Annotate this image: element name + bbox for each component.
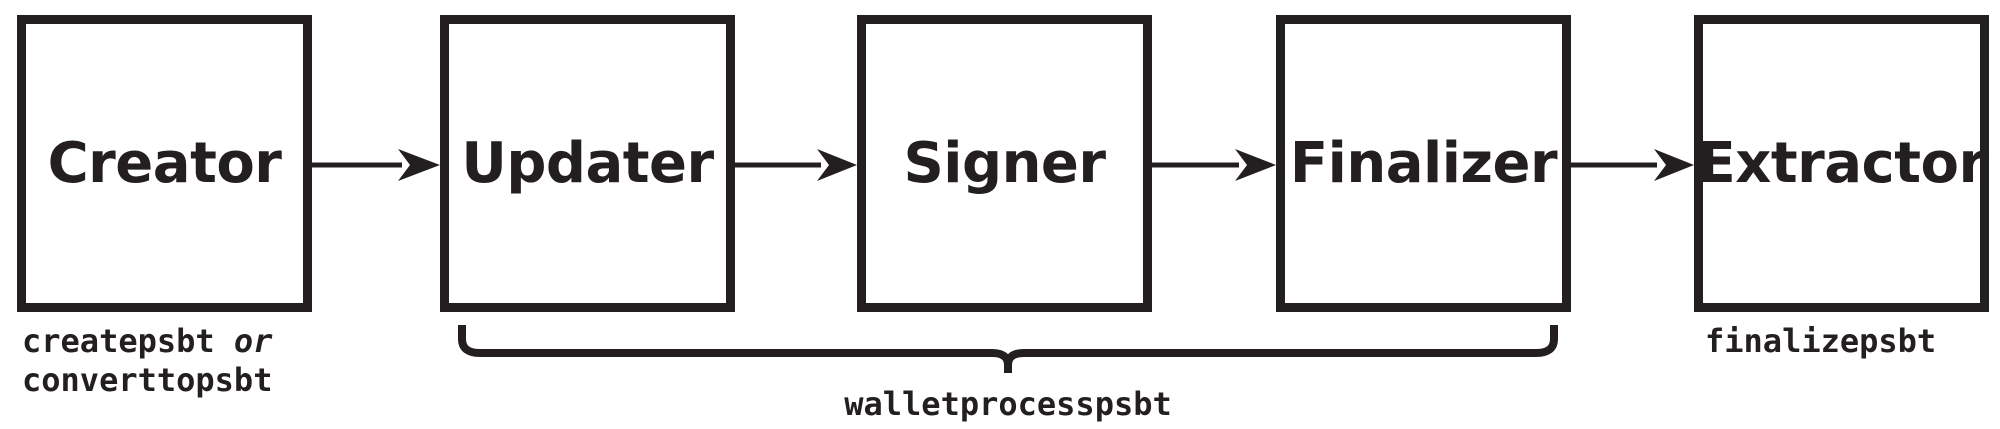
stage-label-finalizer: Finalizer — [1289, 130, 1558, 196]
command-label-creator-line2: converttopsbt — [22, 361, 273, 400]
command-label-extractor: finalizepsbt — [1705, 322, 1937, 360]
stage-box-creator: Creator — [17, 15, 312, 312]
stage-box-signer: Signer — [857, 15, 1152, 312]
stage-label-updater: Updater — [461, 130, 714, 196]
stage-box-finalizer: Finalizer — [1276, 15, 1571, 312]
command-label-creator: createpsbt or converttopsbt — [22, 322, 272, 400]
brace-label-walletprocesspsbt: walletprocesspsbt — [844, 385, 1172, 423]
brace-walletprocesspsbt-icon — [458, 325, 1558, 373]
command-text-createpsbt: createpsbt — [22, 322, 234, 360]
stage-label-signer: Signer — [903, 130, 1106, 196]
stage-label-creator: Creator — [47, 130, 282, 196]
arrow-finalizer-to-extractor-icon — [1571, 145, 1694, 185]
arrow-signer-to-finalizer-icon — [1152, 145, 1276, 185]
command-label-creator-line1: createpsbt or — [22, 322, 272, 361]
arrow-updater-to-signer-icon — [735, 145, 857, 185]
arrow-creator-to-updater-icon — [312, 145, 440, 185]
stage-label-extractor: Extractor — [1697, 130, 1986, 196]
stage-box-updater: Updater — [440, 15, 735, 312]
stage-box-extractor: Extractor — [1694, 15, 1989, 312]
command-text-or: or — [233, 322, 273, 360]
